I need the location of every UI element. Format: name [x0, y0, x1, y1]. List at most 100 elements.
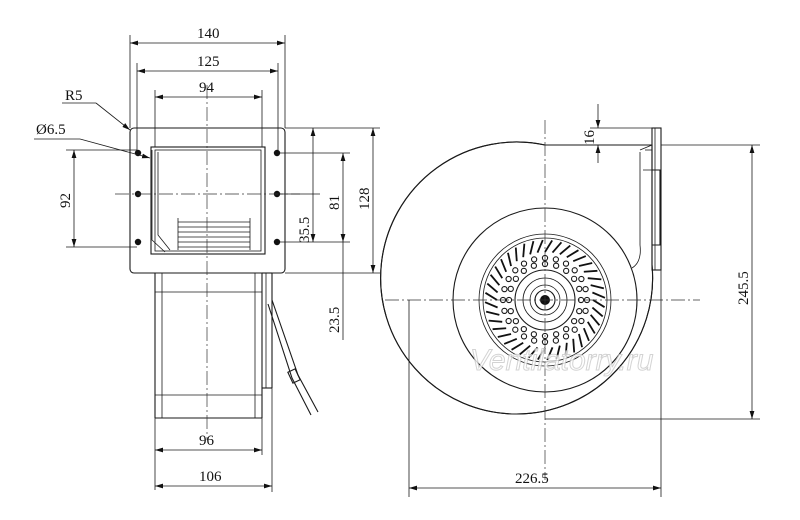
impeller-rivet	[520, 325, 527, 333]
impeller-rivet	[530, 337, 538, 344]
impeller-blade	[578, 333, 583, 348]
impeller-blade	[488, 319, 503, 323]
impeller-blade	[587, 277, 602, 281]
impeller-rivet	[570, 318, 578, 325]
impeller-rivet	[520, 333, 528, 340]
impeller-blade	[484, 292, 498, 301]
impeller-blade	[497, 333, 512, 338]
impeller-blade	[507, 252, 512, 267]
impeller-blade	[489, 274, 501, 286]
side-view	[380, 120, 700, 480]
dim-16: 16	[582, 130, 598, 146]
impeller-rivet	[505, 275, 512, 283]
impeller-rivet	[512, 318, 520, 325]
watermark: Ventilatorry.ru	[470, 344, 654, 377]
impeller-blade	[578, 262, 593, 267]
impeller-blade	[551, 241, 563, 254]
impeller-rivet	[520, 260, 528, 267]
impeller-rivet	[512, 275, 520, 282]
impeller-blade	[536, 239, 544, 253]
impeller-rivet	[552, 256, 560, 263]
impeller-rivet	[562, 260, 570, 267]
impeller-blade	[527, 346, 539, 359]
impeller-rivet	[541, 332, 549, 340]
impeller-blade	[555, 345, 561, 360]
impeller-blade	[582, 327, 590, 342]
impeller-rivet	[582, 307, 589, 315]
dim-r5: R5	[65, 88, 83, 104]
dim-81: 81	[327, 195, 343, 210]
impeller-blade	[572, 338, 576, 353]
impeller-rivet	[530, 262, 538, 269]
outlet-flange	[129, 127, 286, 274]
dim-140: 140	[197, 26, 220, 42]
mounting-holes	[134, 149, 281, 246]
impeller-rivet	[530, 256, 538, 263]
dim-92: 92	[58, 193, 74, 208]
impeller-blade	[486, 282, 499, 294]
side-dimensions: 16 245.5 226.5	[408, 104, 760, 497]
impeller-blade	[519, 344, 531, 356]
impeller-blade	[537, 347, 546, 361]
impeller-rivet	[530, 331, 538, 338]
impeller-rivet	[507, 307, 514, 315]
dim-125: 125	[197, 54, 220, 70]
impeller-blade	[559, 244, 571, 256]
impeller	[484, 239, 606, 361]
dim-128: 128	[357, 188, 373, 211]
impeller-blade	[484, 301, 498, 309]
impeller-rivet	[571, 267, 578, 274]
impeller-blade	[546, 347, 554, 361]
impeller-rivet	[520, 267, 527, 275]
impeller-blade	[572, 255, 587, 263]
impeller-blade	[494, 266, 504, 279]
impeller-blade	[503, 337, 518, 345]
dim-d65: Ø6.5	[36, 122, 66, 138]
dim-23-5: 23.5	[327, 307, 343, 333]
impeller-rivet	[512, 267, 519, 274]
impeller-rivet	[582, 285, 589, 293]
front-view	[115, 85, 319, 440]
impeller-rivet	[552, 337, 560, 344]
power-cable	[267, 299, 319, 416]
impeller-blade	[544, 239, 553, 253]
impeller-rivet	[563, 325, 570, 333]
rotor-blades	[177, 218, 251, 250]
impeller-rivet	[505, 317, 512, 325]
impeller-rivet	[552, 331, 560, 338]
impeller-blade	[566, 249, 579, 259]
impeller-rivet	[576, 307, 583, 315]
impeller-rivet	[562, 333, 570, 340]
front-dimensions: 140 125 94 R5 Ø6.5 92 128 81 35.5	[34, 26, 380, 492]
impeller-blade	[590, 284, 605, 290]
impeller-blade	[492, 327, 507, 331]
impeller-rivet	[512, 326, 519, 333]
impeller-rivet	[570, 275, 578, 282]
impeller-blade	[511, 341, 524, 351]
impeller-blade	[589, 314, 601, 326]
impeller-blade	[592, 299, 606, 308]
impeller-rivet	[501, 307, 508, 315]
impeller-blade	[522, 243, 526, 258]
impeller-blade	[529, 240, 535, 255]
impeller-rivet	[501, 285, 508, 293]
impeller-rivet	[507, 285, 514, 293]
dim-106: 106	[199, 469, 222, 485]
impeller-blade	[583, 269, 598, 273]
impeller-blade	[514, 247, 518, 262]
dim-226-5: 226.5	[515, 471, 549, 487]
impeller-blade	[564, 342, 568, 357]
dim-94: 94	[199, 80, 215, 96]
impeller-rivet	[552, 262, 560, 269]
impeller-rivet	[563, 267, 570, 275]
impeller-rivet	[578, 275, 585, 283]
outlet-opening	[150, 146, 266, 255]
impeller-blade	[485, 310, 500, 316]
impeller-rivet	[578, 317, 585, 325]
side-outlet-flange	[639, 127, 662, 271]
impeller-rivet	[576, 285, 583, 293]
impeller-rivet	[571, 326, 578, 333]
dim-96: 96	[199, 433, 215, 449]
housing-body	[154, 272, 273, 419]
